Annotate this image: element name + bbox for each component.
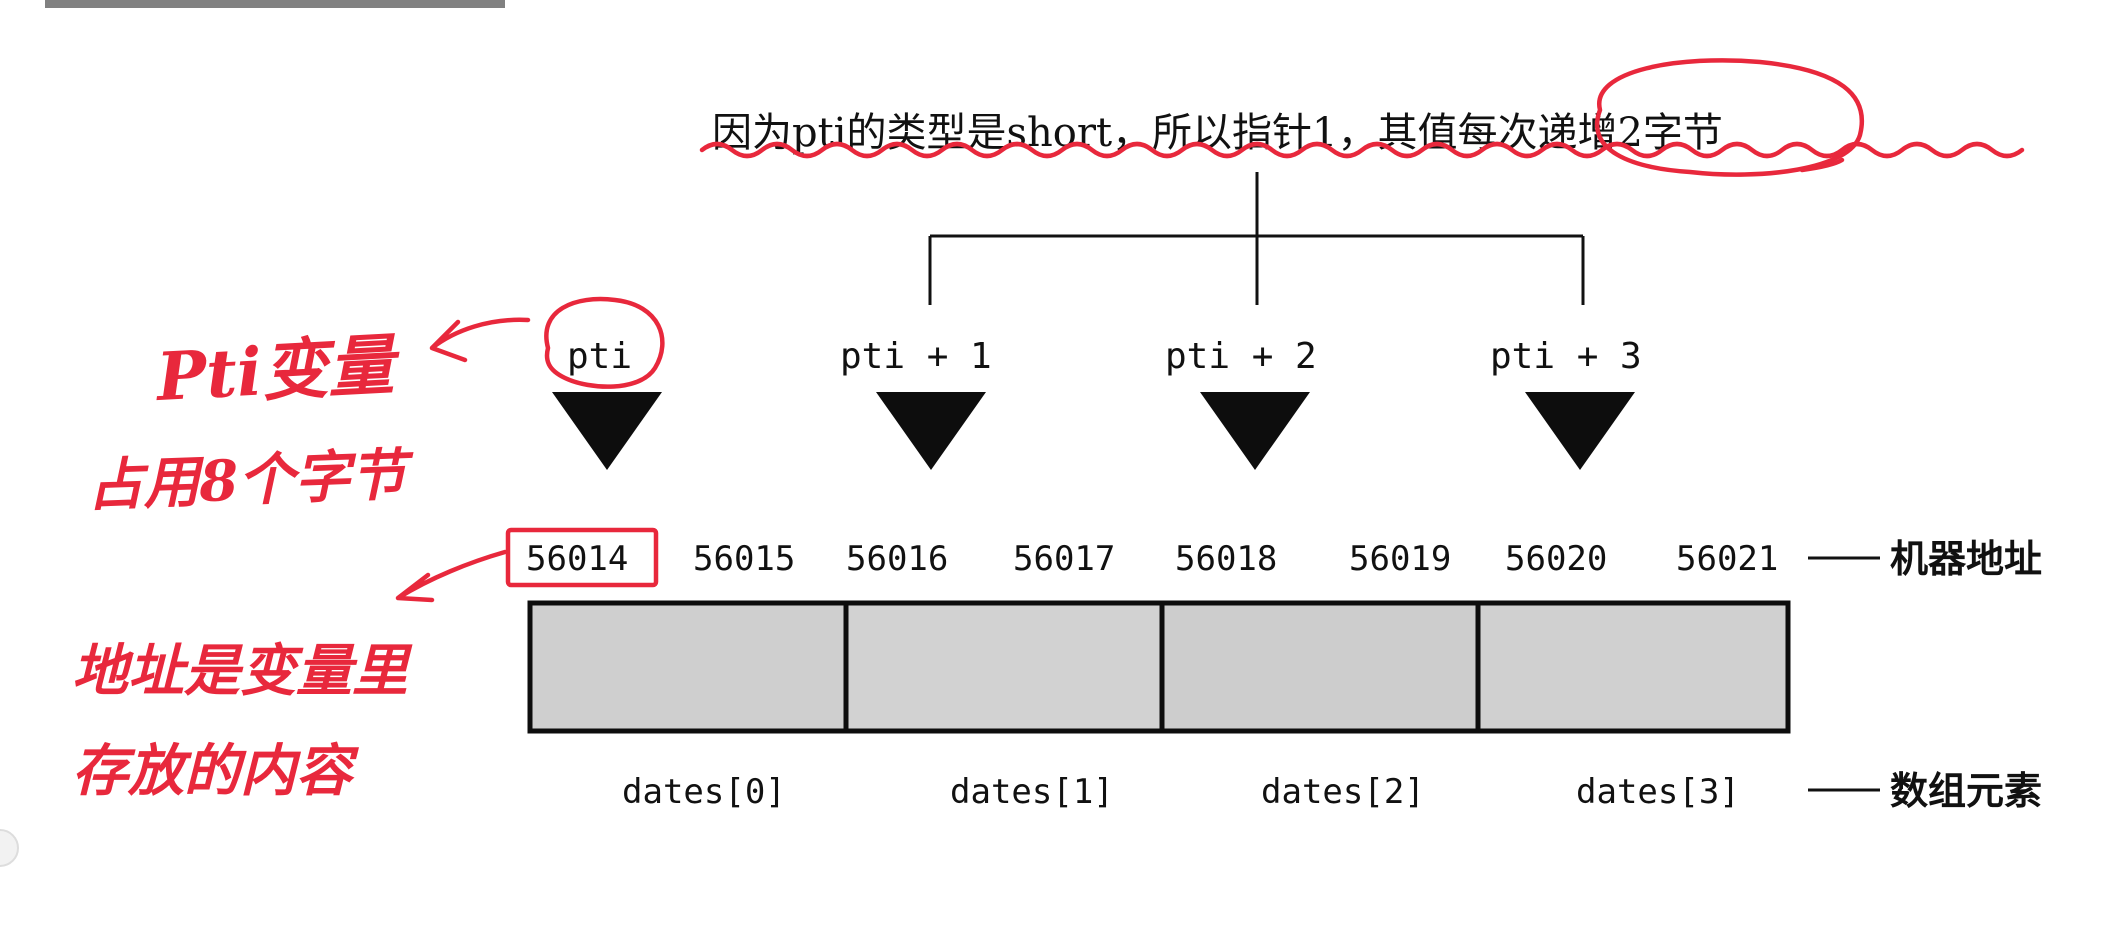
note-address-line1: 地址是变量里 (72, 638, 413, 704)
address-arrow (395, 549, 508, 603)
address-2: 56016 (846, 539, 948, 579)
pointer-arrow-1 (876, 392, 986, 470)
address-4: 56018 (1175, 539, 1277, 579)
address-6: 56020 (1505, 539, 1607, 579)
increment-circle (1594, 58, 1864, 177)
pti-arrow (429, 317, 531, 363)
element-label-0: dates[0] (622, 772, 786, 812)
pointer-arrow-3 (1525, 392, 1635, 470)
element-label-2: dates[2] (1261, 772, 1425, 812)
pointer-arrow-0 (552, 392, 662, 470)
pointer-arrow-2 (1200, 392, 1310, 470)
element-label-3: dates[3] (1576, 772, 1740, 812)
address-5: 56019 (1349, 539, 1451, 579)
address-3: 56017 (1013, 539, 1115, 579)
note-address-line2: 存放的内容 (72, 738, 359, 804)
memory-block (527, 600, 1791, 734)
pointer-label-0: pti (567, 336, 632, 377)
array-cell-1 (846, 603, 1162, 731)
element-legend-label: 数组元素 (1890, 768, 2042, 813)
note-pointer-var-line2: 占用8个字节 (86, 442, 416, 519)
pointer-label-2: pti + 2 (1165, 336, 1317, 377)
address-0: 56014 (526, 539, 628, 579)
annotation-layer (395, 58, 2025, 603)
pointer-label-1: pti + 1 (840, 336, 992, 377)
address-box (505, 527, 659, 588)
address-7: 56021 (1676, 539, 1778, 579)
left-edge-handle (0, 829, 19, 867)
cropped-heading-fragment (45, 0, 505, 8)
element-label-1: dates[1] (950, 772, 1114, 812)
memory-block-border (527, 600, 1791, 734)
pti-circle (544, 296, 665, 389)
address-legend-label: 机器地址 (1890, 536, 2042, 581)
address-1: 56015 (693, 539, 795, 579)
pointer-label-3: pti + 3 (1490, 336, 1642, 377)
caption-connector (928, 172, 1585, 305)
array-cell-0 (530, 603, 846, 731)
note-pointer-var-line1: Pti变量 (153, 325, 403, 416)
array-cell-2 (1162, 603, 1478, 731)
array-cell-3 (1478, 603, 1788, 731)
